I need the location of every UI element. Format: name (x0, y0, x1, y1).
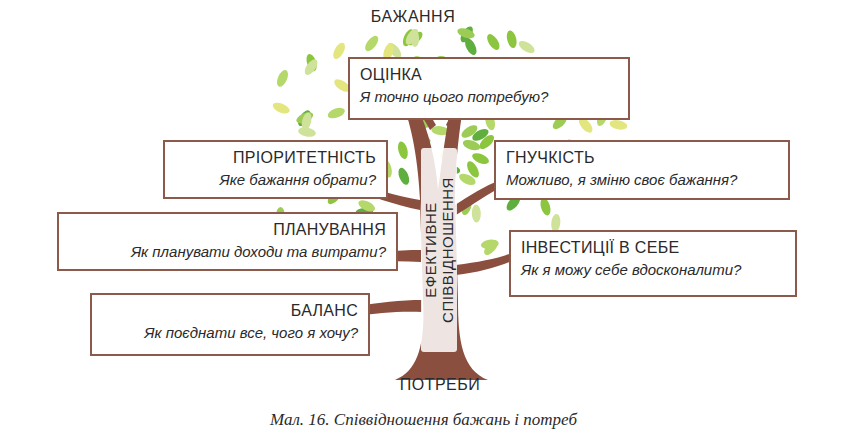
box-heading: ГНУЧКІСТЬ (506, 147, 778, 169)
assessment-box: ОЦІНКАЯ точно цього потребую? (348, 57, 630, 120)
leaf (297, 126, 316, 138)
balance-box: БАЛАНСЯк поєднати все, чого я хочу? (90, 293, 370, 356)
leaf (271, 100, 291, 115)
leaf (396, 166, 411, 186)
box-heading: БАЛАНС (102, 300, 358, 322)
wishes-label: БАЖАННЯ (371, 8, 455, 26)
leaf (326, 106, 346, 121)
trunk-label: ЕФЕКТИВНЕ СПІВВІДНОШЕННЯ (421, 148, 457, 352)
box-question: Можливо, я зміню своє бажання? (506, 169, 778, 191)
leaf (302, 57, 320, 77)
leaf (460, 123, 480, 140)
leaf (363, 34, 381, 54)
planning-box: ПЛАНУВАННЯЯк планувати доходи та витрати… (57, 212, 398, 271)
self-investment-box: ІНВЕСТИЦІЇ В СЕБЕЯк я можу себе вдоскона… (509, 230, 797, 297)
box-heading: ОЦІНКА (360, 64, 618, 86)
box-question: Як поєднати все, чого я хочу? (102, 322, 358, 344)
box-heading: ПЛАНУВАННЯ (69, 219, 386, 241)
needs-label: ПОТРЕБИ (400, 376, 481, 394)
leaf (517, 38, 537, 55)
box-question: Яке бажання обрати? (175, 169, 376, 191)
leaf (465, 159, 482, 179)
leaf (485, 32, 502, 52)
box-heading: ПРІОРИТЕТНІСТЬ (175, 147, 376, 169)
leaf (471, 204, 481, 222)
flexibility-box: ГНУЧКІСТЬМожливо, я зміню своє бажання? (494, 140, 790, 200)
leaf (275, 68, 291, 88)
leaf (480, 238, 499, 249)
leaf (462, 138, 482, 152)
leaf (456, 26, 476, 40)
leaf (396, 140, 409, 160)
leaf (403, 27, 421, 47)
priority-box: ПРІОРИТЕТНІСТЬЯке бажання обрати? (163, 140, 388, 199)
box-question: Як планувати доходи та витрати? (69, 241, 386, 263)
figure-caption: Мал. 16. Співвідношення бажань і потреб (0, 410, 847, 430)
box-heading: ІНВЕСТИЦІЇ В СЕБЕ (521, 237, 785, 259)
leaf (505, 29, 518, 49)
box-question: Я точно цього потребую? (360, 86, 618, 108)
leaf (331, 41, 348, 61)
box-question: Як я можу себе вдосконалити? (521, 259, 785, 281)
leaf (463, 37, 479, 57)
leaf (609, 119, 628, 132)
